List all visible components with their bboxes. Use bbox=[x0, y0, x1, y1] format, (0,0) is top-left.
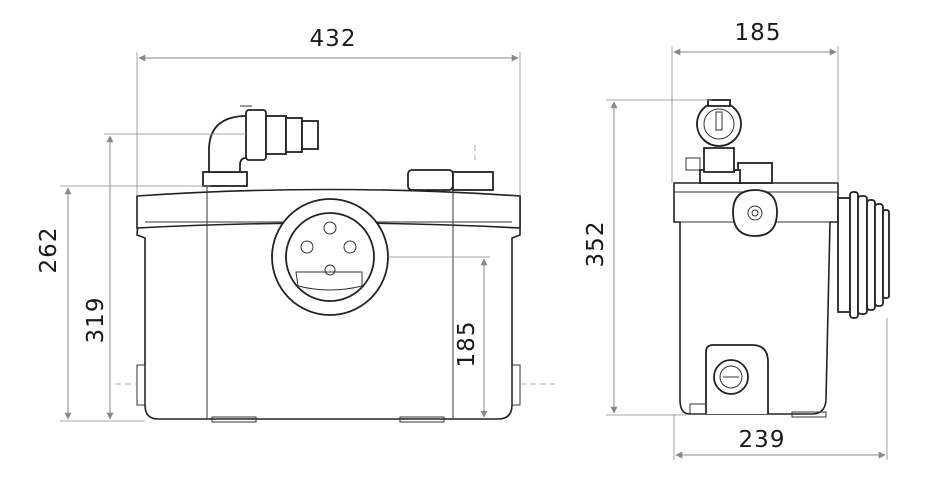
side-dimensions bbox=[606, 46, 888, 460]
side-height-label: 352 bbox=[583, 221, 609, 268]
front-view bbox=[136, 105, 521, 423]
front-body-height-label: 262 bbox=[36, 227, 62, 274]
side-view bbox=[673, 99, 890, 418]
side-bottom-depth-label: 239 bbox=[739, 427, 786, 453]
front-dimensions bbox=[60, 52, 555, 422]
front-inlet-height-label: 185 bbox=[454, 321, 480, 368]
front-outlet-height-label: 319 bbox=[83, 297, 109, 344]
front-width-label: 432 bbox=[310, 26, 357, 52]
side-top-depth-label: 185 bbox=[735, 20, 782, 46]
